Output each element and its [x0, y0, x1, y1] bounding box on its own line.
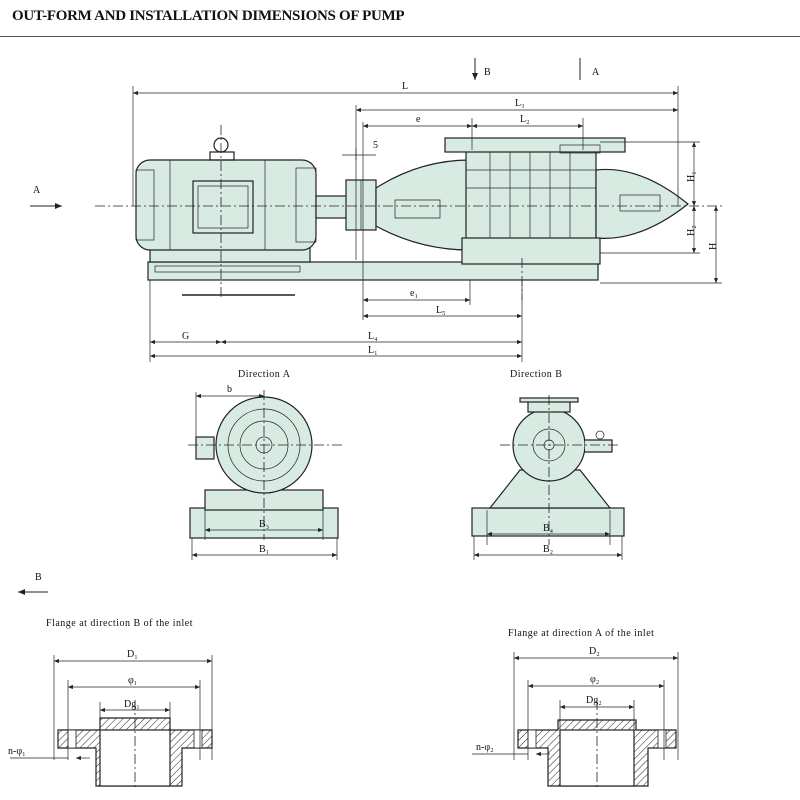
dim-phi2-label: φ₂	[590, 674, 599, 685]
flange-a-view: Flange at direction A of the inlet D₂ φ₂…	[472, 628, 679, 790]
dim-Dg1-label: Dg₁	[124, 699, 140, 710]
dim-b-label: b	[227, 384, 232, 395]
motor-body	[135, 159, 317, 251]
outlet-flange	[444, 137, 626, 153]
dim-gap-label: 5	[373, 140, 378, 151]
dim-n1-label: n-φ₁	[8, 746, 26, 757]
dim-L1-label: L₁	[368, 345, 378, 356]
dim-G-label: G	[182, 331, 189, 342]
pump-inlet-cone	[375, 159, 471, 251]
dim-n2-label: n-φ₂	[476, 742, 494, 753]
direction-a-view: Direction A b B₃ B₁	[188, 369, 345, 560]
arrow-b-label: B	[484, 67, 491, 78]
direction-b-caption: Direction B	[510, 369, 562, 380]
flange-b-caption: Flange at direction B of the inlet	[46, 618, 193, 629]
dim-B1-label: B₁	[259, 544, 269, 555]
flange-b-view: Flange at direction B of the inlet D₁ φ₁…	[8, 618, 213, 790]
flange-a-caption: Flange at direction A of the inlet	[508, 628, 654, 639]
dim-B4-label: B₄	[543, 523, 554, 534]
dim-B3-label: B₃	[259, 519, 269, 530]
dim-L-label: L	[402, 81, 408, 92]
arrow-b-small-label: B	[35, 572, 42, 583]
dim-L4-label: L₄	[368, 331, 378, 342]
dim-D2-label: D₂	[589, 646, 600, 657]
dim-D1-label: D₁	[127, 649, 138, 660]
direction-a-caption: Direction A	[238, 369, 291, 380]
pump-support	[461, 237, 601, 265]
dim-H2-label: H₂	[686, 225, 697, 236]
title-divider	[0, 36, 800, 37]
dim-L5-label: L₅	[436, 305, 446, 316]
motor-shaft	[315, 195, 349, 219]
dim-B2-label: B₂	[543, 544, 553, 555]
dim-e1-label: e₁	[410, 288, 418, 299]
dim-phi1-label: φ₁	[128, 675, 137, 686]
side-view: B A A L L₃ e L₂ 5 H₁ H₂ H	[30, 58, 725, 362]
base-frame	[147, 261, 599, 281]
dim-Dg2-label: Dg₂	[586, 695, 602, 706]
bearing-housing	[595, 168, 689, 239]
dim-e-label: e	[416, 114, 421, 125]
arrow-a-top-label: A	[592, 67, 600, 78]
terminal-box	[192, 180, 254, 234]
dim-H1-label: H₁	[686, 171, 697, 182]
dim-L3-label: L₃	[515, 98, 525, 109]
page-title: OUT-FORM AND INSTALLATION DIMENSIONS OF …	[12, 8, 405, 24]
arrow-b-small: B	[18, 572, 48, 595]
dim-H-label: H	[708, 243, 719, 250]
direction-b-view: Direction B B₄ B₂	[471, 369, 625, 560]
dim-L2-label: L₂	[520, 114, 530, 125]
arrow-a-side-label: A	[33, 185, 41, 196]
pump-stages	[465, 149, 597, 243]
